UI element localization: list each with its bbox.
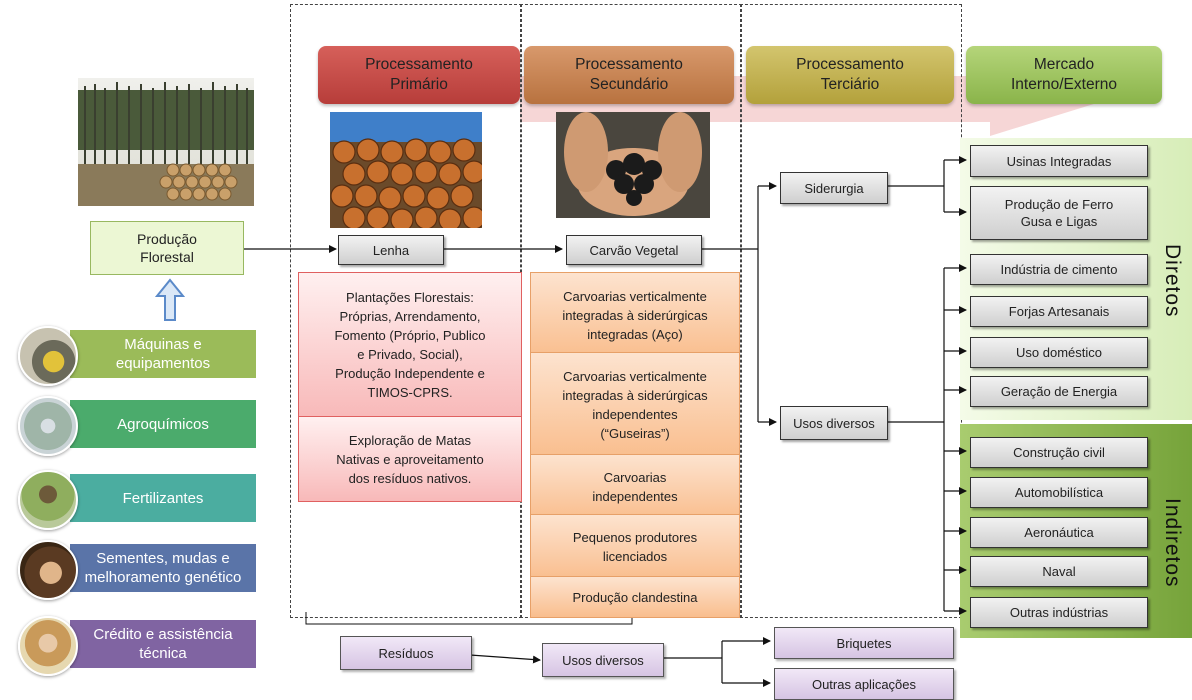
machinery-icon [18, 326, 78, 386]
lenha-box: Lenha [338, 235, 444, 265]
seeds-hand-icon [18, 540, 78, 600]
plantacoes-florestais-box: Plantações Florestais: Próprias, Arrenda… [298, 272, 522, 418]
header-primary-processing: Processamento Primário [318, 46, 520, 104]
header-market: Mercado Interno/Externo [966, 46, 1162, 104]
forest-plantation-image [78, 78, 254, 206]
market-industria-cimento: Indústria de cimento [970, 254, 1148, 285]
crop-duster-icon [18, 396, 78, 456]
market-aeronautica: Aeronáutica [970, 517, 1148, 548]
usos-diversos-box: Usos diversos [780, 406, 888, 440]
market-naval: Naval [970, 556, 1148, 587]
market-geracao-energia: Geração de Energia [970, 376, 1148, 407]
direct-label: Diretos [1161, 244, 1184, 318]
up-arrow-icon [155, 278, 185, 321]
producao-florestal-box: Produção Florestal [90, 221, 244, 275]
sidebar-sementes: Sementes, mudas e melhoramento genético [70, 544, 256, 592]
sidebar-maquinas: Máquinas e equipamentos [70, 330, 256, 378]
market-outras-industrias: Outras indústrias [970, 597, 1148, 628]
woman-plant-icon [18, 616, 78, 676]
residuos-usos-diversos-box: Usos diversos [542, 643, 664, 677]
outras-aplicacoes-box: Outras aplicações [774, 668, 954, 700]
carvoarias-guseiras-box: Carvoarias verticalmente integradas à si… [530, 352, 740, 458]
market-usinas-integradas: Usinas Integradas [970, 145, 1148, 177]
producao-clandestina-box: Produção clandestina [530, 576, 740, 618]
header-secondary-processing: Processamento Secundário [524, 46, 734, 104]
matas-nativas-box: Exploração de Matas Nativas e aproveitam… [298, 416, 522, 502]
residuos-box: Resíduos [340, 636, 472, 670]
market-uso-domestico: Uso doméstico [970, 337, 1148, 368]
indirect-label: Indiretos [1161, 498, 1184, 588]
market-ferro-gusa: Produção de Ferro Gusa e Ligas [970, 186, 1148, 240]
market-construcao-civil: Construção civil [970, 437, 1148, 468]
charcoal-hands-image [556, 112, 710, 218]
carvoarias-independentes-box: Carvoarias independentes [530, 454, 740, 520]
sidebar-fertilizantes: Fertilizantes [70, 474, 256, 522]
market-forjas-artesanais: Forjas Artesanais [970, 296, 1148, 327]
briquetes-box: Briquetes [774, 627, 954, 659]
siderurgia-box: Siderurgia [780, 172, 888, 204]
sidebar-credito: Crédito e assistência técnica [70, 620, 256, 668]
wood-logs-image [330, 112, 482, 228]
sidebar-agroquimicos: Agroquímicos [70, 400, 256, 448]
pequenos-produtores-box: Pequenos produtores licenciados [530, 514, 740, 580]
carvoarias-integradas-aco-box: Carvoarias verticalmente integradas à si… [530, 272, 740, 358]
market-automobilistica: Automobilística [970, 477, 1148, 508]
header-tertiary-processing: Processamento Terciário [746, 46, 954, 104]
farmer-spraying-icon [18, 470, 78, 530]
carvao-vegetal-box: Carvão Vegetal [566, 235, 702, 265]
